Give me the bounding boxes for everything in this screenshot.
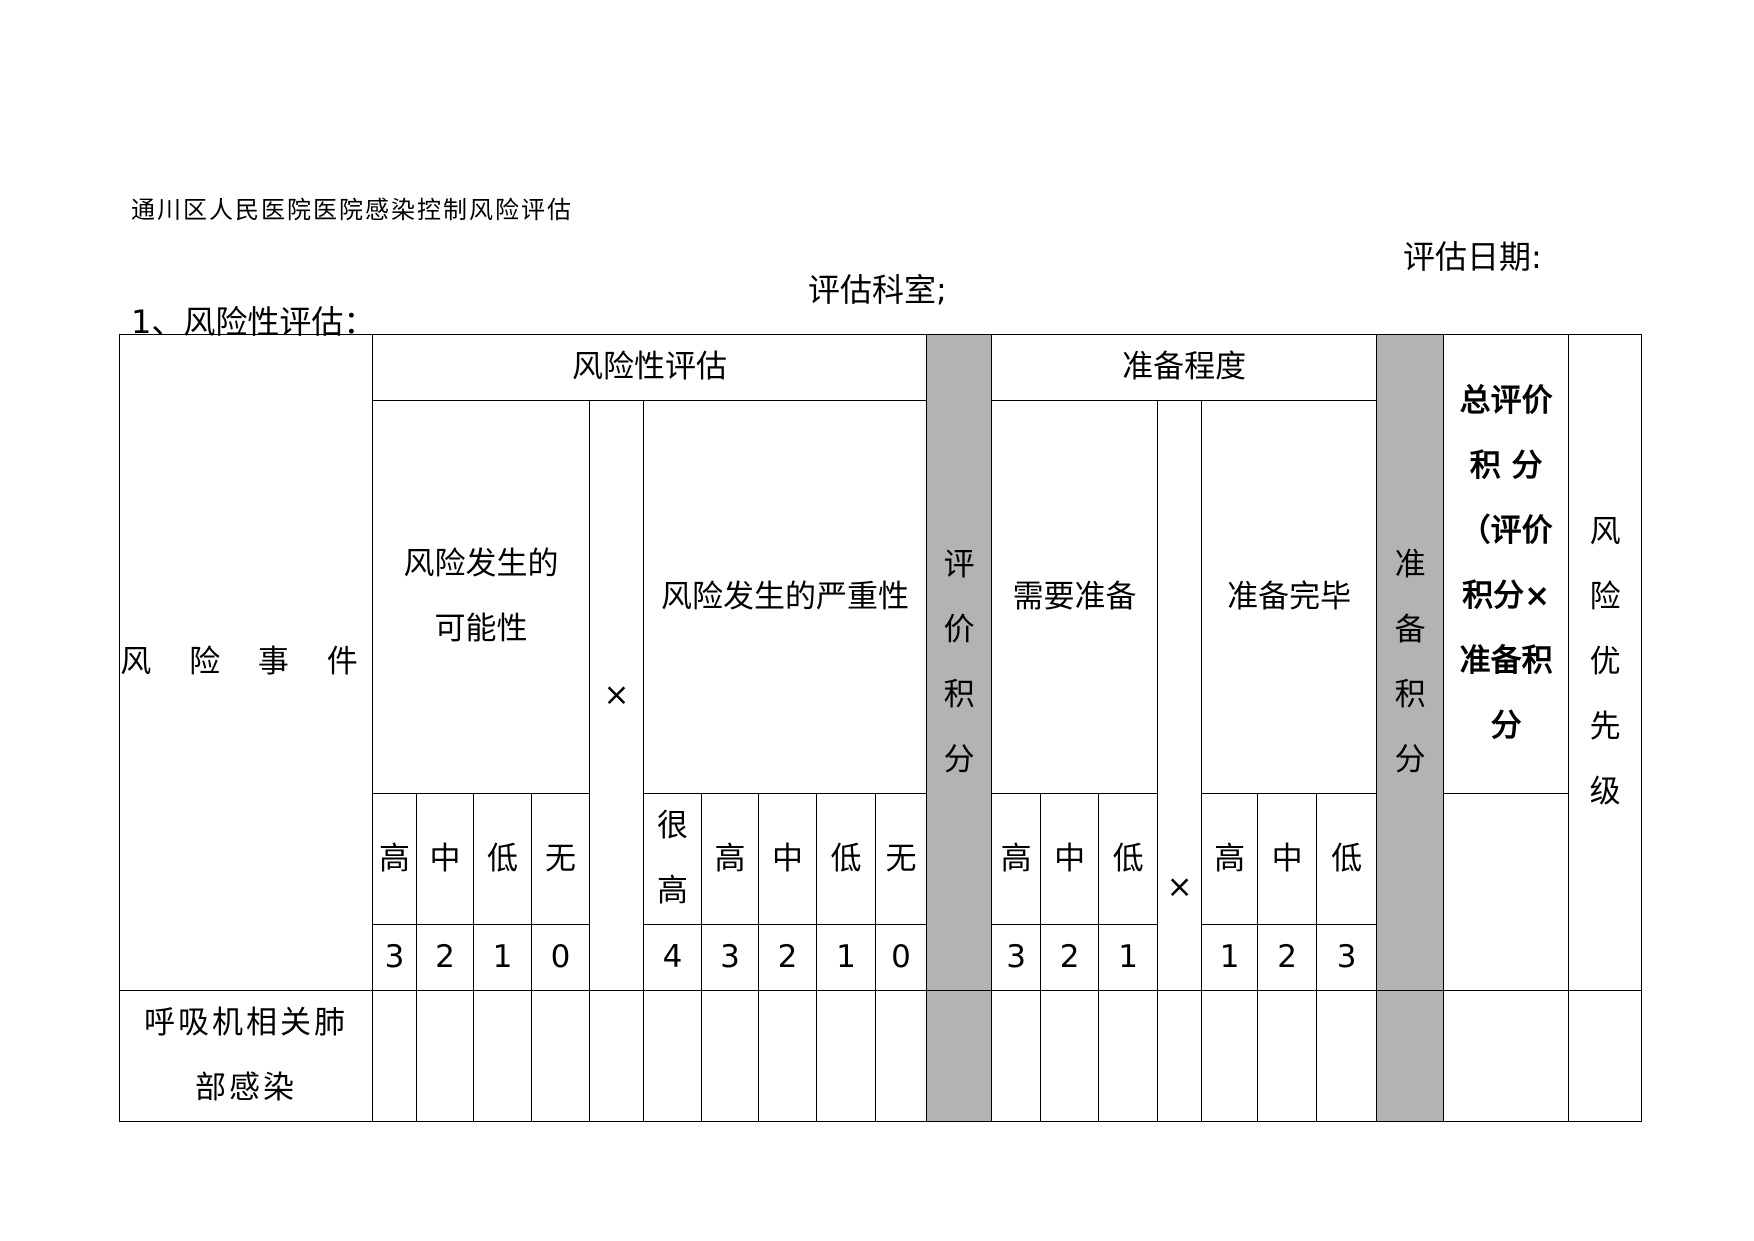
need-prep-level: 中 (1040, 793, 1100, 925)
severity-header: 风险发生的严重性 (642, 400, 928, 794)
severity-score: 0 (874, 924, 928, 991)
table-cell[interactable] (1316, 990, 1378, 1122)
risk-assessment-header: 风险性评估 (371, 334, 928, 401)
prep-done-score: 2 (1257, 924, 1318, 991)
eval-score-cell[interactable] (926, 990, 993, 1122)
table-cell[interactable] (816, 990, 876, 1122)
risk-event-cell: 呼吸机相关肺部感染 (119, 990, 373, 1122)
table-cell[interactable] (701, 990, 759, 1122)
table-cell[interactable] (643, 990, 702, 1122)
total-score-header: 总评价积 分（评价积分×准备积分 (1443, 334, 1570, 794)
prep-score-cell[interactable] (1376, 990, 1445, 1122)
table-cell[interactable] (874, 990, 928, 1122)
table-cell[interactable] (589, 990, 644, 1122)
prep-score-header: 准备积分 (1376, 334, 1445, 991)
severity-level: 低 (816, 793, 876, 925)
prep-done-level: 高 (1201, 793, 1259, 925)
multiply-sign-2: × (1157, 400, 1203, 991)
likelihood-level: 低 (473, 793, 532, 925)
prep-done-header: 准备完毕 (1201, 400, 1378, 794)
severity-level: 高 (701, 793, 759, 925)
severity-level: 中 (758, 793, 817, 925)
total-score-blank (1443, 793, 1570, 991)
table-cell[interactable] (1098, 990, 1159, 1122)
risk-event-header: 风 险 事 件 (119, 334, 373, 991)
eval-score-header: 评价积分 (926, 334, 993, 991)
likelihood-score: 3 (372, 924, 417, 991)
prep-done-level: 低 (1316, 793, 1378, 925)
likelihood-header: 风险发生的可能性 (372, 400, 590, 794)
table-cell[interactable] (531, 990, 590, 1122)
likelihood-level: 高 (372, 793, 417, 925)
table-cell[interactable] (372, 990, 417, 1122)
preparedness-header: 准备程度 (991, 334, 1378, 401)
multiply-sign-1: × (589, 400, 644, 991)
severity-level: 很高 (643, 793, 702, 925)
eval-dept-label: 评估科室; (808, 271, 947, 309)
table-cell[interactable] (473, 990, 532, 1122)
table-cell[interactable] (1157, 990, 1203, 1122)
likelihood-score: 1 (473, 924, 532, 991)
likelihood-score: 0 (531, 924, 590, 991)
need-prep-level: 高 (991, 793, 1042, 925)
document-title: 通川区人民医院医院感染控制风险评估 (131, 196, 573, 224)
table-row: 呼吸机相关肺部感染 (119, 990, 1643, 1122)
prep-done-level: 中 (1257, 793, 1318, 925)
total-score-cell[interactable] (1443, 990, 1570, 1122)
severity-score: 3 (701, 924, 759, 991)
priority-cell[interactable] (1568, 990, 1643, 1122)
severity-score: 1 (816, 924, 876, 991)
table-cell[interactable] (758, 990, 817, 1122)
severity-level: 无 (874, 793, 928, 925)
table-cell[interactable] (1040, 990, 1100, 1122)
severity-score: 2 (758, 924, 817, 991)
likelihood-level: 中 (416, 793, 474, 925)
need-prep-score: 1 (1098, 924, 1159, 991)
table-cell[interactable] (1201, 990, 1259, 1122)
severity-score: 4 (643, 924, 702, 991)
table-cell[interactable] (416, 990, 474, 1122)
priority-header: 风险优先级 (1568, 334, 1643, 991)
table-cell[interactable] (991, 990, 1042, 1122)
eval-date-label: 评估日期: (1403, 238, 1542, 276)
need-prep-score: 3 (991, 924, 1042, 991)
need-prep-score: 2 (1040, 924, 1100, 991)
need-prep-level: 低 (1098, 793, 1159, 925)
prep-done-score: 1 (1201, 924, 1259, 991)
likelihood-level: 无 (531, 793, 590, 925)
likelihood-score: 2 (416, 924, 474, 991)
need-prep-header: 需要准备 (991, 400, 1159, 794)
prep-done-score: 3 (1316, 924, 1378, 991)
table-cell[interactable] (1257, 990, 1318, 1122)
risk-assessment-table: 风 险 事 件 风险性评估 评价积分 准备程度 准备积分 总评价积 分（评价积分… (119, 334, 1643, 1122)
